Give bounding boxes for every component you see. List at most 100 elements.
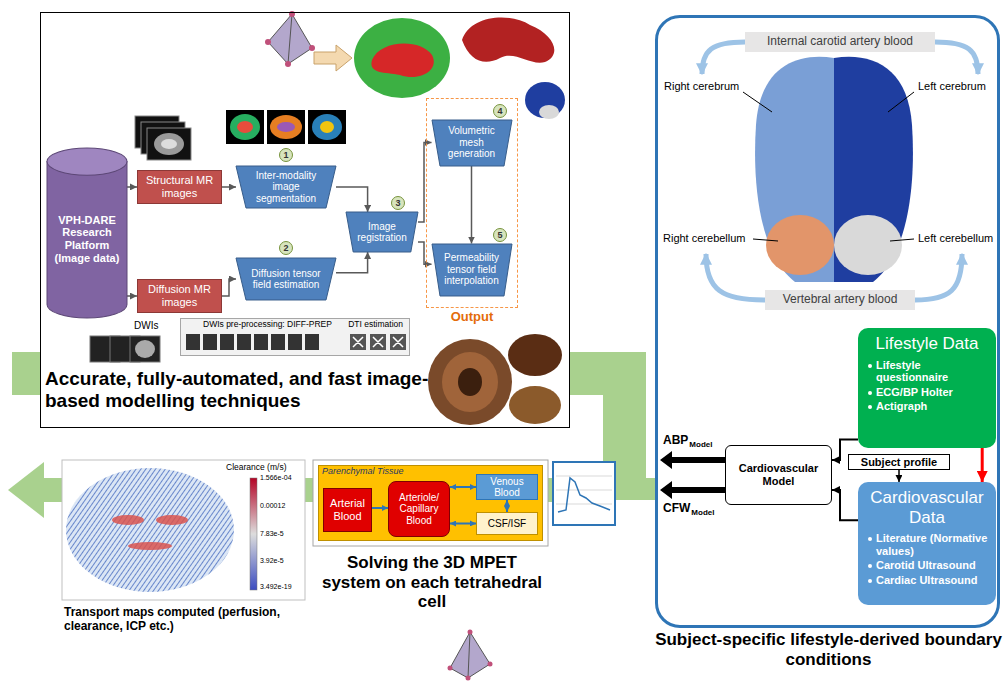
- tetrahedron-icon: [265, 11, 315, 67]
- dwi-thumbnails: [130, 336, 160, 362]
- output-brains: [428, 334, 562, 425]
- tetrahedron-icon: [285, 61, 291, 67]
- zoom-arrow: [314, 45, 352, 71]
- mri-stack: [154, 133, 184, 155]
- subject-panel: Subject-specific lifestyle-derived bound…: [655, 15, 1000, 628]
- node-text: Subject profile: [861, 456, 937, 469]
- output-arrow: [660, 481, 725, 499]
- dwi-thumbnails: [90, 336, 160, 362]
- connector: [450, 523, 476, 525]
- segmentation-images: [312, 114, 342, 140]
- colorbar-tick: 1.566e-04: [260, 474, 292, 482]
- node-text: Internal carotid artery blood: [767, 35, 913, 49]
- node-text: Cardiovascular Model: [730, 462, 827, 487]
- trapezoid-body: [236, 166, 336, 208]
- connector: [506, 500, 508, 512]
- data-box: Diffusion MR images: [137, 279, 222, 313]
- segmentation-images: [226, 110, 264, 144]
- data-panel: Cardiovascular DataLiterature (Normative…: [858, 482, 996, 605]
- profile-box: Subject profile: [848, 454, 950, 470]
- waveform-plot: [553, 462, 615, 525]
- brain-mesh: [539, 105, 559, 119]
- preprocess-strip-fill: [186, 334, 200, 350]
- node-heading: DWIs pre-processing: DIFF-PREP: [203, 320, 332, 330]
- region-label: Right cerebellum: [663, 232, 746, 245]
- model-box: Cardiovascular Model: [725, 445, 832, 505]
- output-arrow: [660, 451, 725, 499]
- node-text: Structural MR images: [141, 174, 218, 199]
- flow-band: Internal carotid artery blood: [745, 32, 935, 52]
- connector: [222, 279, 236, 296]
- signal-name: ABP: [663, 434, 688, 448]
- segmentation-images: [230, 114, 260, 140]
- preprocess-strip-fill: [254, 334, 268, 350]
- brain-mesh: [462, 17, 554, 62]
- node-text: VPH-DARE Research Platform (Image data): [51, 214, 123, 265]
- output-brains: [509, 386, 561, 424]
- node-text: Inter-modality image segmentation: [246, 170, 326, 205]
- leader-line: [890, 239, 914, 241]
- database-cylinder: VPH-DARE Research Platform (Image data): [47, 148, 127, 318]
- waveform-plot: [553, 462, 615, 525]
- node-text: Permeability tensor field interpolation: [440, 252, 504, 287]
- colorbar-tick: 7.83e-5: [260, 530, 284, 538]
- mpet-frame: [313, 460, 548, 546]
- segmentation-images: [270, 115, 302, 139]
- tetrahedron-icon: [309, 45, 315, 51]
- tetrahedron-icon: [288, 14, 292, 64]
- mri-stack: [161, 139, 177, 149]
- tetrahedron-icon: [448, 630, 493, 681]
- colorbar-title: Clearance (m/s): [226, 463, 286, 473]
- transport-map: [250, 478, 257, 590]
- brain-map: [766, 215, 834, 275]
- segmentation-images: [237, 121, 253, 133]
- region-label: Left cerebrum: [918, 80, 986, 93]
- blood-flow-arrow: [706, 254, 765, 300]
- bullet-item: Literature (Normative values): [866, 532, 988, 557]
- output-group: OutputVolumetric mesh generationPermeabi…: [426, 98, 518, 308]
- tetrahedron-icon: [468, 630, 473, 635]
- blood-flow-arrow: [915, 254, 962, 300]
- process-step: Diffusion tensor field estimation: [236, 258, 336, 300]
- compartment-box: Arterial Blood: [323, 488, 372, 532]
- connector: [127, 186, 137, 188]
- panel: Accurate, fully-automated, and fast imag…: [40, 12, 570, 428]
- mpet-frame: [318, 465, 543, 541]
- preprocess-strip-fill: [180, 318, 410, 356]
- trapezoid-body: [432, 120, 512, 166]
- node-heading: Output: [427, 310, 517, 325]
- leader-line: [753, 239, 778, 241]
- node-text: Diffusion MR images: [141, 283, 218, 308]
- tetrahedron-icon: [488, 662, 493, 667]
- connector: [832, 490, 858, 520]
- connector: [418, 143, 432, 223]
- preprocess-strip-fill: [271, 334, 285, 350]
- leader-line: [743, 92, 914, 241]
- leader-line: [743, 92, 772, 112]
- flow-band: Vertebral artery blood: [765, 290, 915, 310]
- compartment-box: Arteriole/ Capillary Blood: [388, 481, 450, 537]
- cylinder-body: [47, 162, 127, 318]
- flow-band: [8, 462, 44, 518]
- output-brains: [442, 352, 498, 412]
- bullet-item: ECG/BP Holter: [866, 386, 988, 399]
- node-heading: Parenchymal Tissue: [322, 466, 403, 476]
- tetrahedron-icon: [466, 676, 471, 681]
- tetrahedron-icon: [468, 632, 470, 678]
- connector: [981, 448, 984, 482]
- connector: [336, 187, 368, 212]
- node-text: Arterial Blood: [326, 497, 369, 522]
- preprocess-strip-fill: [203, 334, 217, 350]
- tetrahedron-icon: [448, 666, 453, 671]
- preprocess-strip-fill: [180, 318, 410, 356]
- output-brains: [458, 368, 482, 396]
- process-step: Volumetric mesh generation: [432, 120, 512, 166]
- output-arrow: [660, 451, 725, 469]
- node-text: Image registration: [354, 221, 410, 244]
- node-text: Arteriole/ Capillary Blood: [391, 492, 447, 527]
- callout-number: 5: [493, 228, 507, 242]
- tissue-compartment: Parenchymal TissueArterial Blood Arteriol…: [318, 465, 543, 541]
- transport-map: [156, 515, 188, 525]
- preprocess-strip-fill: [305, 334, 319, 350]
- connector: [898, 470, 900, 482]
